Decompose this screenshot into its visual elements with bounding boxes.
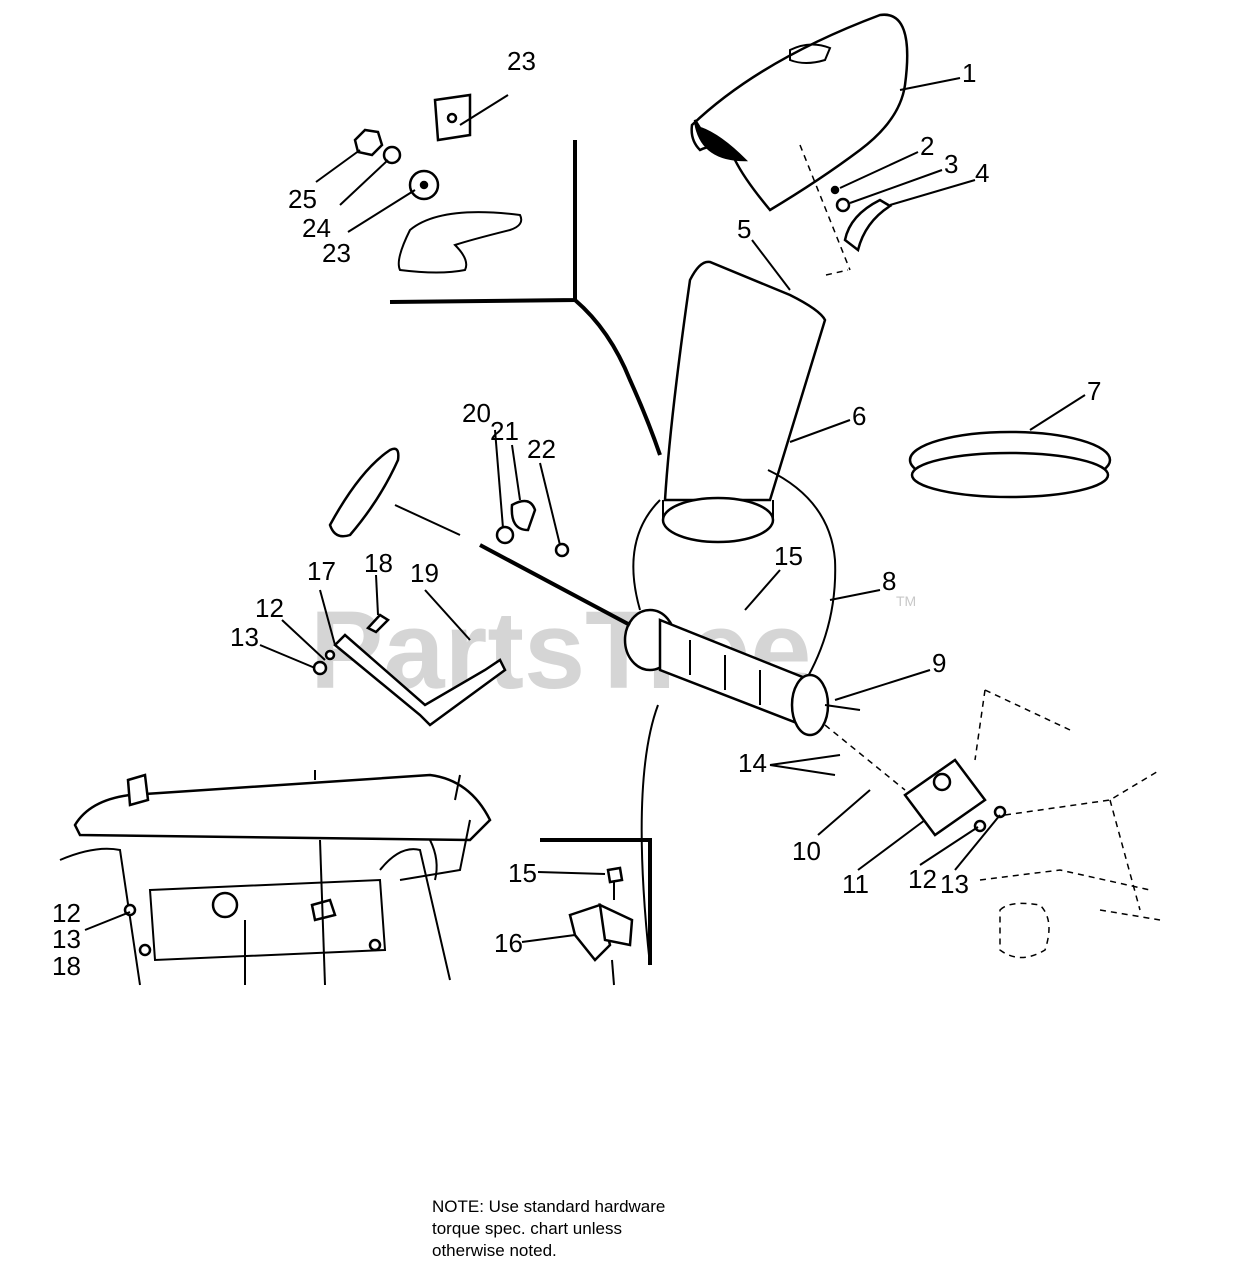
callout-22: 22 bbox=[527, 434, 556, 464]
mounting-plate[interactable] bbox=[903, 758, 1007, 837]
callout-21: 21 bbox=[490, 416, 519, 446]
callout-19: 19 bbox=[410, 558, 439, 588]
note-line-1: NOTE: Use standard hardware bbox=[432, 1197, 666, 1216]
callout-6: 6 bbox=[852, 401, 866, 431]
note-line-2: torque spec. chart unless bbox=[432, 1219, 622, 1238]
snowblower-frame bbox=[59, 770, 492, 986]
top-hardware[interactable] bbox=[353, 93, 523, 274]
note-line-3: otherwise noted. bbox=[432, 1241, 557, 1260]
callout-24: 24 bbox=[302, 213, 331, 243]
chute-ring[interactable] bbox=[908, 430, 1112, 499]
leader-lines bbox=[84, 77, 1086, 943]
callout-9: 9 bbox=[932, 648, 946, 678]
callout-1: 1 bbox=[962, 58, 976, 88]
deflector-hood[interactable] bbox=[690, 13, 909, 212]
callout-5: 5 bbox=[737, 214, 751, 244]
crank-handle[interactable] bbox=[328, 447, 631, 627]
callout-10: 10 bbox=[792, 836, 821, 866]
discharge-chute[interactable] bbox=[661, 260, 827, 544]
crank-assembly[interactable] bbox=[623, 608, 861, 737]
callout-8: 8 bbox=[882, 566, 896, 596]
callout-13-c: 13 bbox=[52, 924, 81, 954]
frame-lines bbox=[389, 140, 662, 966]
callout-25: 25 bbox=[288, 184, 317, 214]
callout-23-a: 23 bbox=[507, 46, 536, 76]
callout-17: 17 bbox=[307, 556, 336, 586]
callout-18-b: 18 bbox=[52, 951, 81, 981]
callout-14: 14 bbox=[738, 748, 767, 778]
callout-13-b: 13 bbox=[940, 869, 969, 899]
callout-13-a: 13 bbox=[230, 622, 259, 652]
callout-12-c: 12 bbox=[52, 898, 81, 928]
callout-18-a: 18 bbox=[364, 548, 393, 578]
hood-hardware[interactable] bbox=[830, 185, 893, 253]
callout-23-b: 23 bbox=[322, 238, 351, 268]
callout-15-b: 15 bbox=[508, 858, 537, 888]
lower-pivot-bracket[interactable] bbox=[568, 866, 634, 986]
torque-note: NOTE: Use standard hardware torque spec.… bbox=[432, 1196, 792, 1262]
callout-2: 2 bbox=[920, 131, 934, 161]
housing-outline bbox=[632, 469, 837, 691]
callout-7: 7 bbox=[1087, 376, 1101, 406]
callout-20: 20 bbox=[462, 398, 491, 428]
callout-labels: 1 2 3 4 5 6 7 8 9 10 11 12 12 12 13 13 1… bbox=[52, 46, 1101, 981]
crank-small-parts[interactable] bbox=[495, 499, 570, 558]
callout-3: 3 bbox=[944, 149, 958, 179]
callout-4: 4 bbox=[975, 158, 989, 188]
watermark-tm: TM bbox=[896, 593, 916, 609]
callout-15-a: 15 bbox=[774, 541, 803, 571]
callout-11: 11 bbox=[842, 869, 869, 899]
support-bracket[interactable] bbox=[312, 613, 507, 727]
callout-12-a: 12 bbox=[255, 593, 284, 623]
callout-16: 16 bbox=[494, 928, 523, 958]
callout-12-b: 12 bbox=[908, 864, 937, 894]
dashed-lines bbox=[799, 144, 1161, 959]
